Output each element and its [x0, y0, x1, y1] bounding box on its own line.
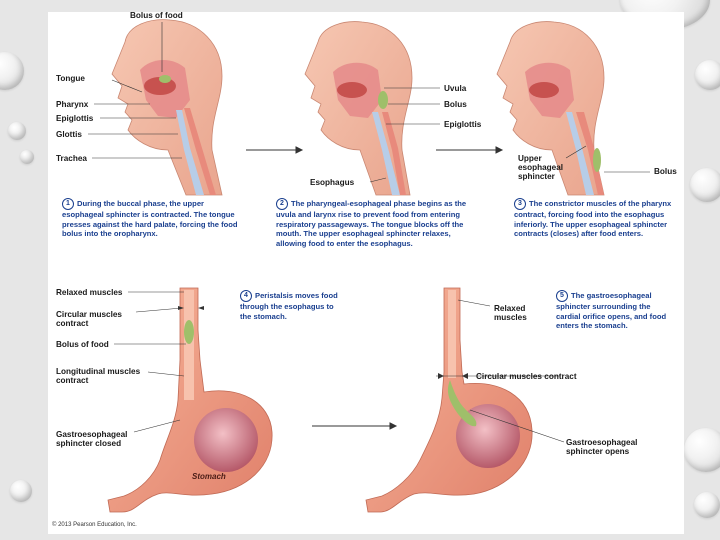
- step-number-badge: 4: [240, 290, 252, 302]
- label-bolus: Bolus: [654, 167, 677, 176]
- label-esophagus: Esophagus: [310, 178, 354, 187]
- label-epiglottis: Epiglottis: [444, 120, 481, 129]
- label-circular-muscles-contract: Circular muscles contract: [476, 372, 577, 381]
- label-relaxed-muscles: Relaxed muscles: [494, 304, 527, 322]
- label-relaxed-muscles: Relaxed muscles: [56, 288, 122, 297]
- head-illustration-buccal-phase: [112, 20, 222, 195]
- head-illustration-pharyngeal-phase: [305, 22, 412, 195]
- step-text: The pharyngeal-esophageal phase begins a…: [276, 199, 466, 248]
- label-glottis: Glottis: [56, 130, 82, 139]
- label-epiglottis: Epiglottis: [56, 114, 93, 123]
- label-pharynx: Pharynx: [56, 100, 88, 109]
- label-bolus-of-food: Bolus of food: [56, 340, 109, 349]
- label-gastroesophageal-sphincter-opens: Gastroesophageal sphincter opens: [566, 438, 637, 456]
- esophagus-stomach-peristalsis: [108, 288, 272, 512]
- label-longitudinal-muscles-contract: Longitudinal muscles contract: [56, 367, 140, 385]
- label-tongue: Tongue: [56, 74, 85, 83]
- step-number-badge: 5: [556, 290, 568, 302]
- label-stomach: Stomach: [192, 472, 226, 481]
- step-text: The constrictor muscles of the pharynx c…: [514, 199, 671, 238]
- step-number-badge: 3: [514, 198, 526, 210]
- step-number-badge: 1: [62, 198, 74, 210]
- step-text: The gastroesophageal sphincter surroundi…: [556, 291, 666, 330]
- step-text: During the buccal phase, the upper esoph…: [62, 199, 238, 238]
- step-text: Peristalsis moves food through the esoph…: [240, 291, 338, 321]
- copyright-notice: © 2013 Pearson Education, Inc.: [52, 522, 137, 528]
- label-uvula: Uvula: [444, 84, 466, 93]
- label-trachea: Trachea: [56, 154, 87, 163]
- label-upper-esophageal-sphincter: Upper esophageal sphincter: [518, 154, 563, 181]
- step-number-badge: 2: [276, 198, 288, 210]
- esophagus-stomach-sphincter-opens: [366, 288, 564, 512]
- label-gastroesophageal-sphincter-closed: Gastroesophageal sphincter closed: [56, 430, 127, 448]
- label-bolus: Bolus: [444, 100, 467, 109]
- label-circular-muscles-contract: Circular muscles contract: [56, 310, 122, 328]
- label-bolus-of-food: Bolus of food: [130, 11, 183, 20]
